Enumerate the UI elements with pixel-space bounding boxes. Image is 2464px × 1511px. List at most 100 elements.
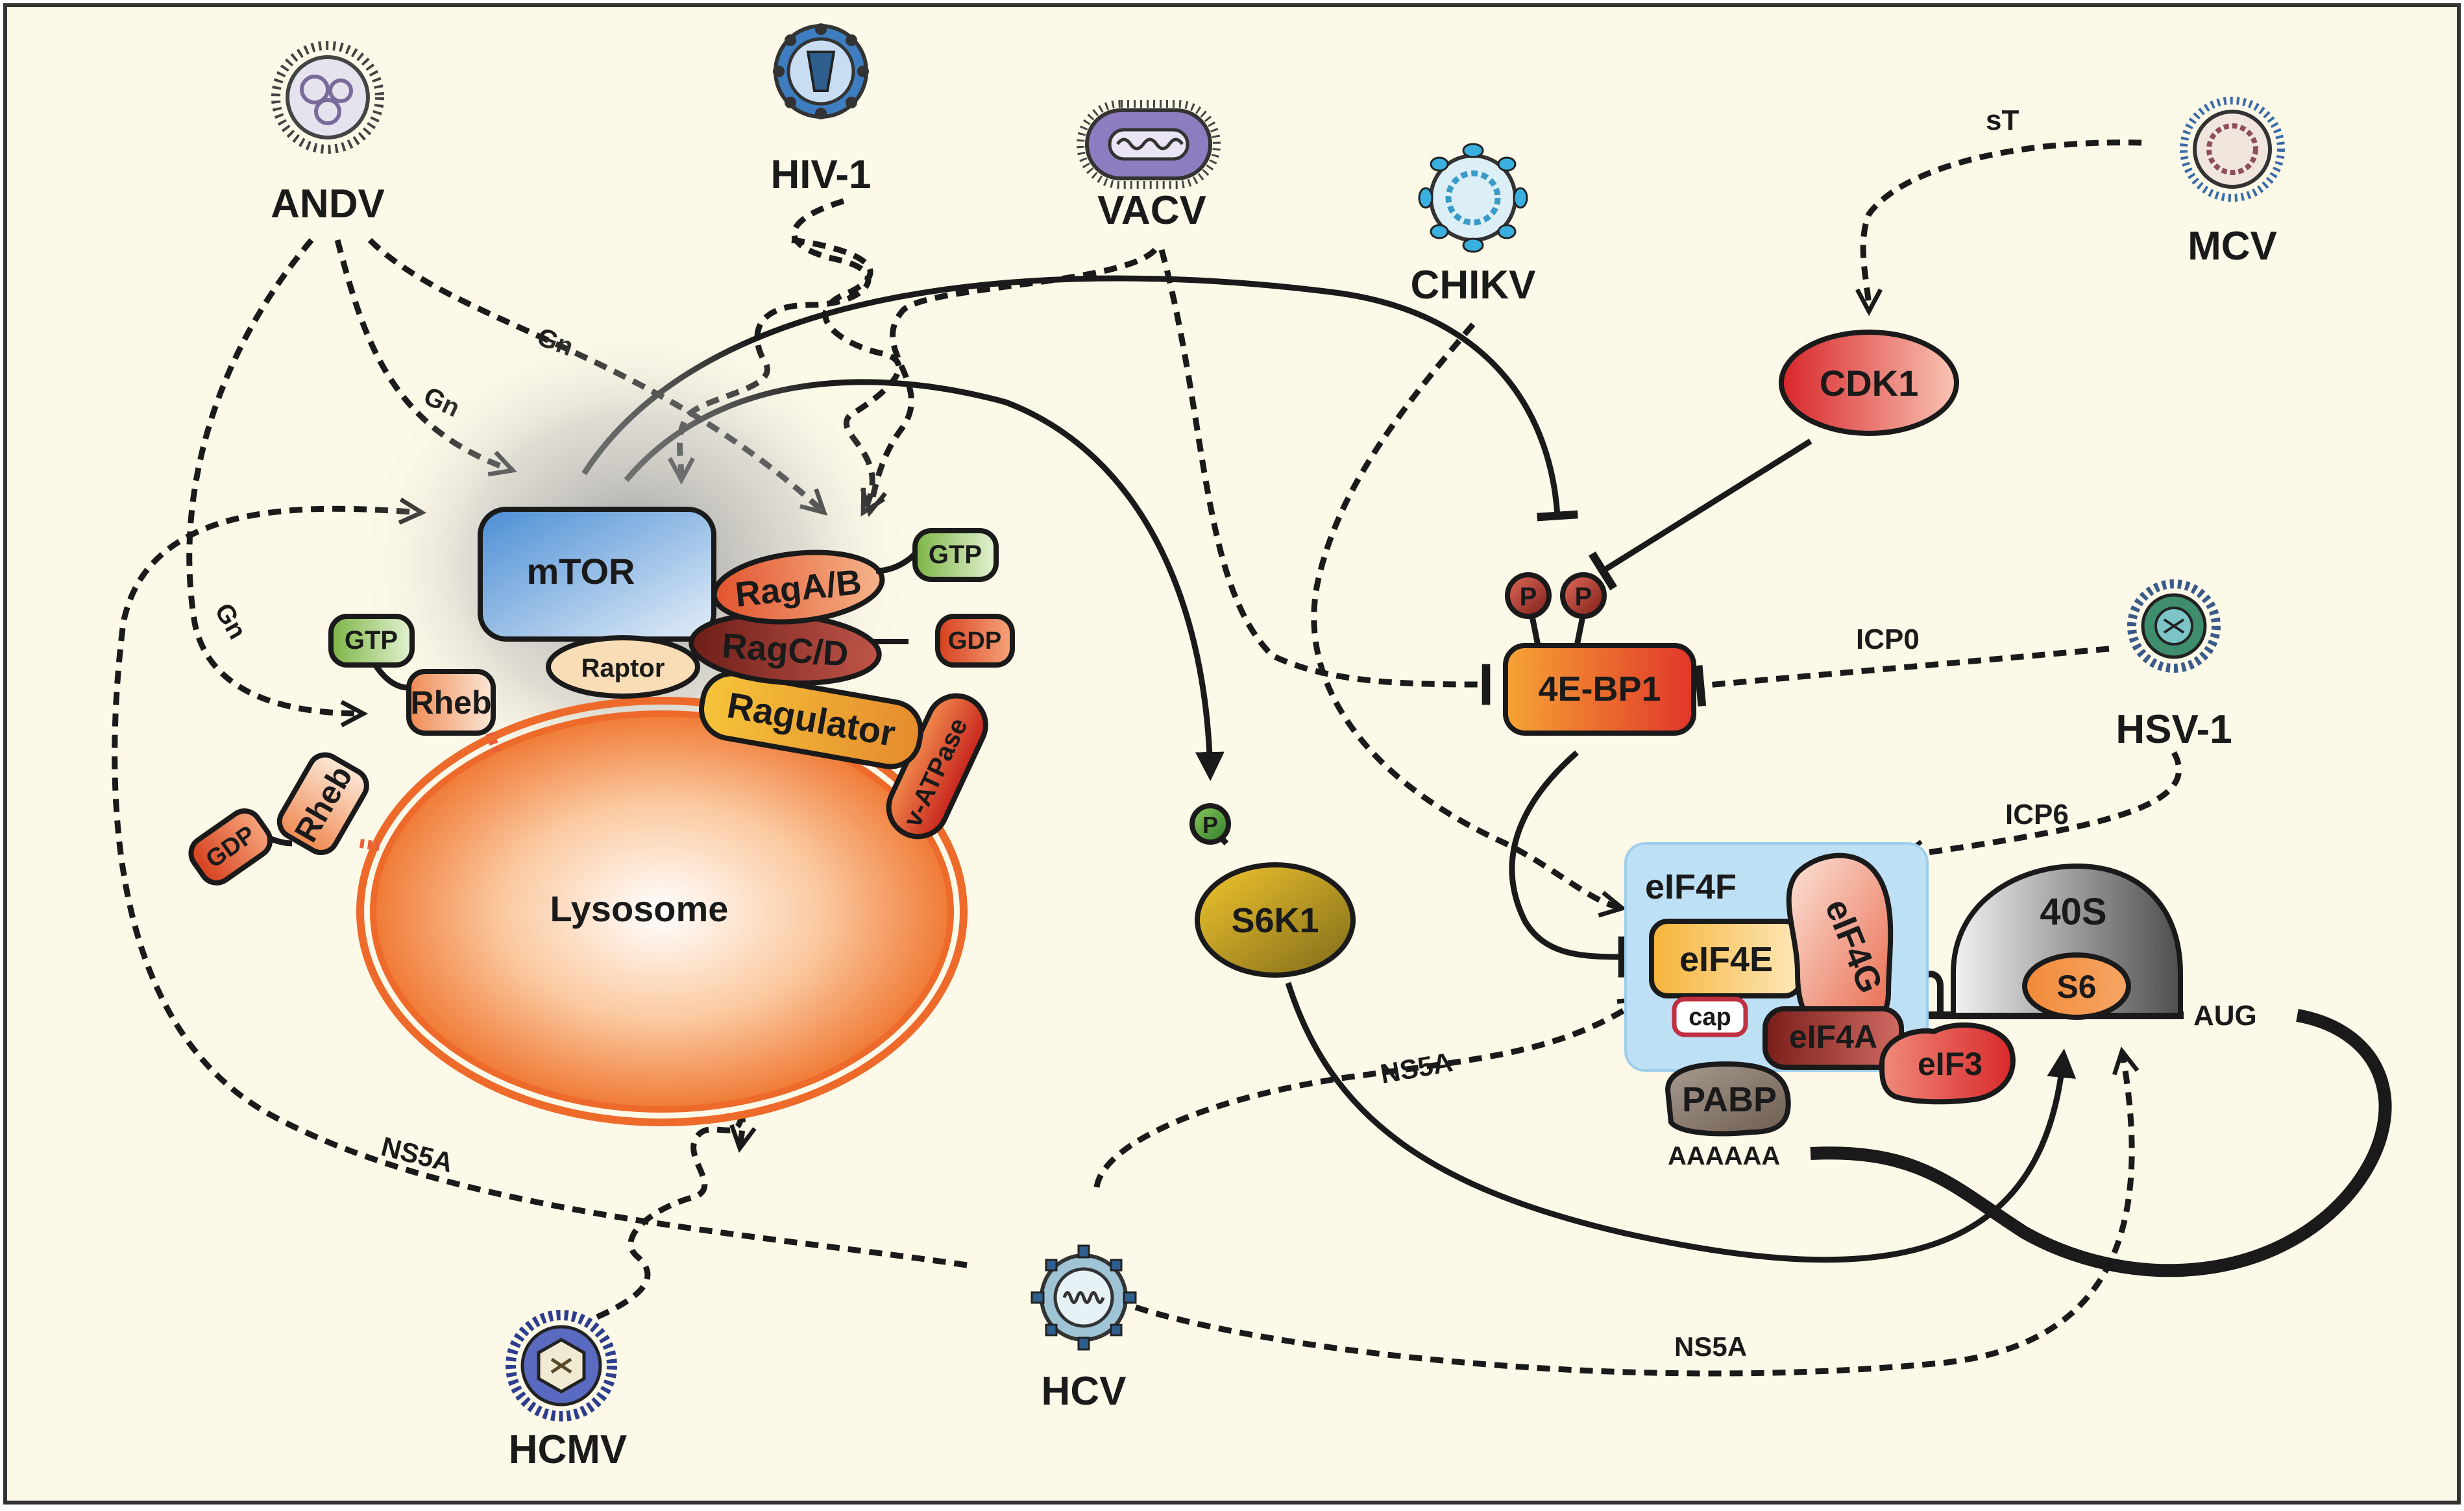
icp6-label: ICP6: [2005, 799, 2069, 830]
hiv-to-rag-arrow: [791, 237, 902, 513]
hsv-to-eif4f-arrow: [1901, 751, 2182, 856]
raga-gtp-label: GTP: [929, 540, 982, 569]
rheb-gdp: GDP: [188, 808, 273, 886]
hcv-icon: [1031, 1244, 1137, 1351]
icp0-label: ICP0: [1856, 623, 1920, 655]
hsv-icon: [2127, 579, 2221, 673]
4ebp1-label: 4E-BP1: [1538, 670, 1661, 708]
4ebp1-group: P P 4E-BP1: [1503, 572, 1696, 736]
cdk1-group: CDK1: [1779, 330, 1959, 436]
rheb-active-label: Rheb: [411, 684, 492, 721]
s6-label: S6: [2056, 969, 2096, 1005]
s6k1-group: P S6K1: [1189, 803, 1356, 978]
hsv-label: HSV-1: [2116, 707, 2232, 752]
hsv-to-4ebp1-inhibit: [1694, 646, 2110, 707]
ragc-label: RagC/D: [720, 626, 849, 673]
polya-label: AAAAAA: [1668, 1142, 1780, 1170]
hcv-virus: HCV: [1031, 1244, 1137, 1414]
ns5a-label-3: NS5A: [1674, 1331, 1747, 1362]
pabp-label: PABP: [1682, 1080, 1777, 1119]
4ebp1-phospho-2-label: P: [1575, 583, 1592, 611]
mrna-polya-tail: [1810, 1009, 2392, 1277]
s6k1-to-s6-arrow: [1285, 982, 2077, 1263]
eif4a-label: eIF4A: [1789, 1019, 1877, 1055]
hiv-to-mtor-arrow: [680, 198, 872, 480]
hcv-to-mtor-arrow: [112, 509, 968, 1268]
hcv-to-eif4f-arrow: [1093, 999, 1642, 1188]
ragc-gdp: [935, 614, 1015, 668]
raptor-label: Raptor: [581, 654, 665, 683]
raptor: [546, 635, 700, 699]
vacv-virus: VACV: [1077, 100, 1221, 233]
4ebp1-phospho-1-label: P: [1520, 583, 1537, 611]
ragulator: Ragulator: [699, 671, 923, 769]
rheb-inactive-anchor: [360, 839, 384, 851]
vacv-label: VACV: [1097, 188, 1206, 233]
chikv-virus: CHIKV: [1411, 143, 1536, 308]
hcv-label: HCV: [1042, 1369, 1127, 1414]
aug-label: AUG: [2193, 1000, 2257, 1032]
rheb-gtp-label: GTP: [345, 626, 398, 655]
mtor-label: mTOR: [527, 551, 635, 592]
chikv-to-eif4f-arrow: [1311, 322, 1622, 908]
ragc-d: RagC/D: [689, 612, 882, 686]
hcv-to-40s-arrow: [1134, 1051, 2132, 1377]
eif4e-label: eIF4E: [1679, 940, 1773, 979]
mcv-to-cdk1-arrow: [1863, 139, 2142, 311]
4ebp1-phospho-1: [1505, 572, 1552, 619]
mcv-icon: [2180, 97, 2285, 202]
andv-label: ANDV: [271, 182, 385, 226]
mcv-virus: MCV: [2180, 97, 2285, 269]
hsv-virus: HSV-1: [2116, 579, 2232, 752]
hiv-label: HIV-1: [770, 152, 871, 197]
vacv-to-rag-arrow: [870, 247, 1158, 513]
eif3-label: eIF3: [1918, 1046, 1982, 1082]
eif4f-label: eIF4F: [1645, 867, 1737, 906]
chikv-icon: [1418, 143, 1528, 253]
st-label: sT: [1986, 104, 2019, 136]
translation-complex: eIF4F 40S S6 AUG eIF4E eIF4G cap eIF4A e…: [1624, 842, 2392, 1277]
ribosome-40s-label: 40S: [2040, 891, 2106, 933]
mtorc1-complex: Lysosome v-ATPase mTOR Ragulator RagC/D …: [188, 318, 1015, 1126]
s6k1-label: S6K1: [1231, 901, 1319, 940]
rheb-gtp: [328, 614, 415, 668]
s6k1-phospho: [1189, 803, 1231, 845]
pabp: [1665, 1061, 1791, 1137]
lysosome-outer-membrane: [356, 697, 968, 1126]
cdk1: [1779, 330, 1959, 436]
rheb-active: [406, 669, 496, 736]
4ebp1-to-eif4e-inhibit: [1509, 750, 1627, 978]
chikv-label: CHIKV: [1411, 263, 1536, 308]
andv-virus: ANDV: [271, 41, 385, 226]
hcmv-to-lysosome-arrow: [596, 1116, 742, 1320]
hcmv-virus: HCMV: [506, 1310, 628, 1472]
cdk1-to-4ebp1-inhibit: [1588, 439, 1812, 591]
vacv-icon: [1077, 100, 1221, 189]
s6k1: [1195, 862, 1356, 978]
4ebp1-phospho-2: [1560, 572, 1607, 619]
ragc-gdp-link: [873, 639, 909, 644]
eif3: [1879, 1022, 2016, 1105]
hcmv-label: HCMV: [509, 1427, 628, 1472]
rheb-active-anchor: [485, 731, 501, 755]
ragc-gdp-label: GDP: [948, 627, 1001, 655]
hcmv-icon: [506, 1310, 617, 1421]
cdk1-label: CDK1: [1820, 363, 1918, 404]
cap-label: cap: [1689, 1004, 1731, 1031]
s6: [2022, 952, 2131, 1020]
hiv-virus: HIV-1: [770, 23, 872, 197]
4ebp1: [1503, 643, 1696, 736]
andv-icon: [271, 41, 384, 154]
cap: [1672, 997, 1748, 1037]
vacv-to-4ebp1-inhibit: [1158, 248, 1491, 705]
hiv-icon: [773, 23, 869, 119]
raga-gtp: [912, 528, 999, 582]
lysosome-label: Lysosome: [550, 888, 729, 929]
raga-b: RagA/B: [711, 550, 885, 625]
background: [3, 3, 2461, 1505]
mcv-label: MCV: [2188, 224, 2277, 269]
s6k1-phospho-label: P: [1202, 812, 1218, 838]
lysosome: [370, 710, 954, 1113]
